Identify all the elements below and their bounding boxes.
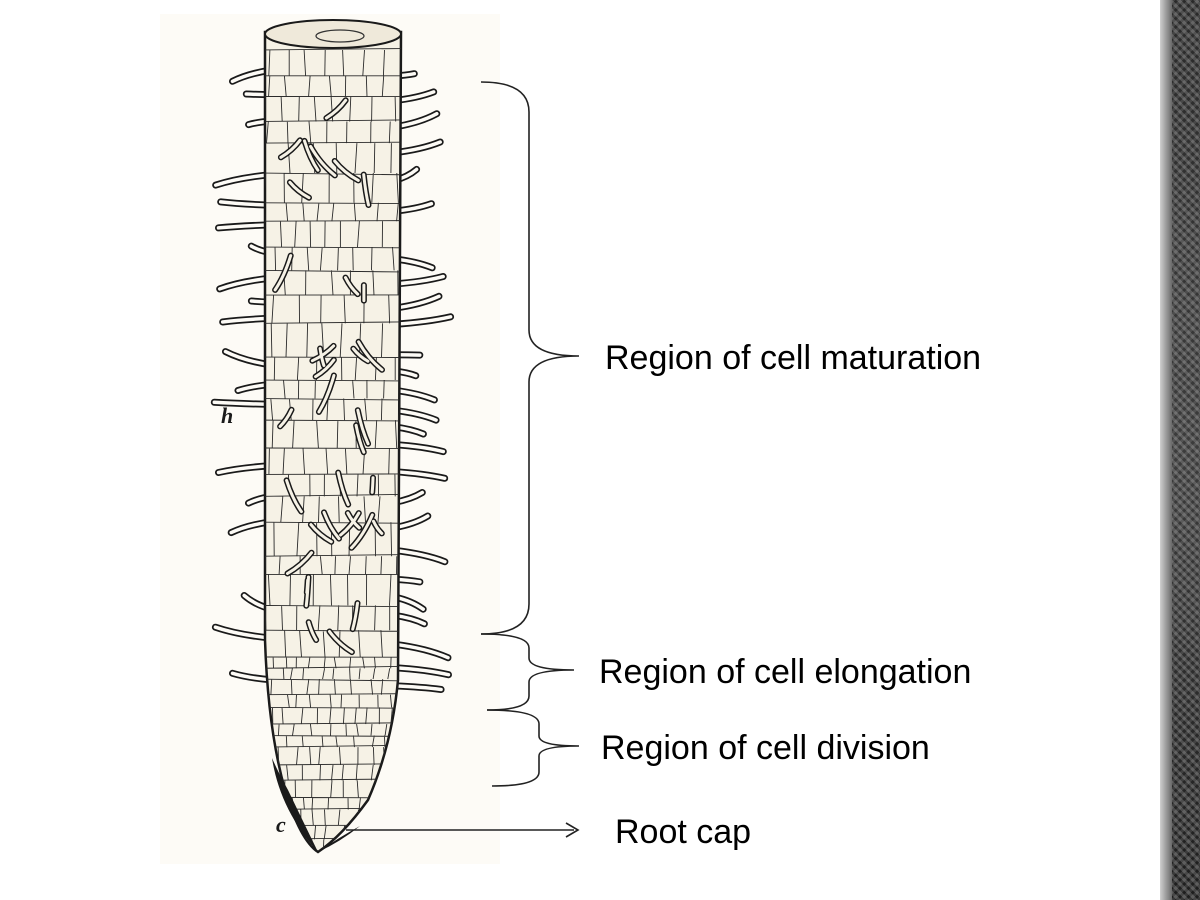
cell-wall <box>265 447 401 475</box>
label-cell-elongation: Region of cell elongation <box>599 653 971 691</box>
surface-hair-core <box>273 254 293 292</box>
surface-hair-core <box>285 478 303 514</box>
surface-hair-core <box>279 138 302 159</box>
surface-hair-core <box>307 620 318 642</box>
surface-hair-core <box>303 139 320 172</box>
surface-hair-core <box>362 173 370 207</box>
surface-hair-core <box>370 476 375 494</box>
surface-hair-core <box>317 374 336 414</box>
label-cell-maturation: Region of cell maturation <box>605 339 981 377</box>
surface-hair-core <box>344 276 360 296</box>
surface-hair-core <box>304 575 310 608</box>
elongation-brace <box>480 633 575 711</box>
cell-wall <box>265 665 401 680</box>
surface-hair-core <box>372 519 384 535</box>
surface-hair-core <box>357 340 384 372</box>
surface-hair-core <box>324 98 348 120</box>
label-cell-division: Region of cell division <box>601 729 930 767</box>
decorative-edge-strip <box>1160 0 1200 900</box>
root-zones-diagram: h c Region of cell maturation Region of … <box>210 19 981 865</box>
surface-hair-core <box>339 511 361 537</box>
surface-hair-core <box>309 523 333 544</box>
cell-wall <box>265 706 401 725</box>
cell-wall <box>265 95 401 122</box>
cell-wall <box>265 75 401 97</box>
cell-wall <box>265 656 401 669</box>
root-cap-shape <box>272 758 318 852</box>
surface-hair-core <box>310 344 336 363</box>
root-hair-core <box>392 665 451 677</box>
surface-hair-core <box>314 358 336 379</box>
surface-hair-core <box>286 551 313 575</box>
surface-hair-core <box>354 423 366 454</box>
surface-hair-core <box>351 347 370 363</box>
cell-wall <box>265 119 401 144</box>
surface-hair-core <box>278 408 293 428</box>
cell-wall <box>265 202 401 222</box>
root-cap-letter: c <box>276 812 286 837</box>
root-cut-end <box>264 19 402 49</box>
root-cap-arrow-head <box>565 822 580 838</box>
surface-hair-core <box>336 471 350 506</box>
cell-wall <box>265 294 401 324</box>
surface-hair-core <box>288 180 311 200</box>
surface-hair-core <box>328 630 354 654</box>
cell-wall <box>262 853 404 865</box>
surface-hair-core <box>318 347 326 367</box>
surface-hair-core <box>333 159 360 182</box>
root-hair-letter: h <box>221 403 233 428</box>
surface-hairs-inner <box>273 98 384 654</box>
surface-hair-core <box>309 144 337 177</box>
cell-wall <box>265 573 401 606</box>
surface-hair-core <box>322 510 341 541</box>
maturation-brace <box>480 81 580 635</box>
label-root-cap: Root cap <box>615 813 751 851</box>
root-cap-edge <box>318 826 360 852</box>
cell-wall <box>265 678 401 695</box>
surface-hair-core <box>351 601 359 631</box>
surface-hair-core <box>356 408 370 446</box>
root-cut-core <box>315 29 365 43</box>
cell-wall <box>265 48 401 76</box>
cell-wall <box>265 220 401 248</box>
cell-wall <box>265 722 401 736</box>
surface-hair-core <box>350 513 374 550</box>
division-brace <box>486 709 580 787</box>
